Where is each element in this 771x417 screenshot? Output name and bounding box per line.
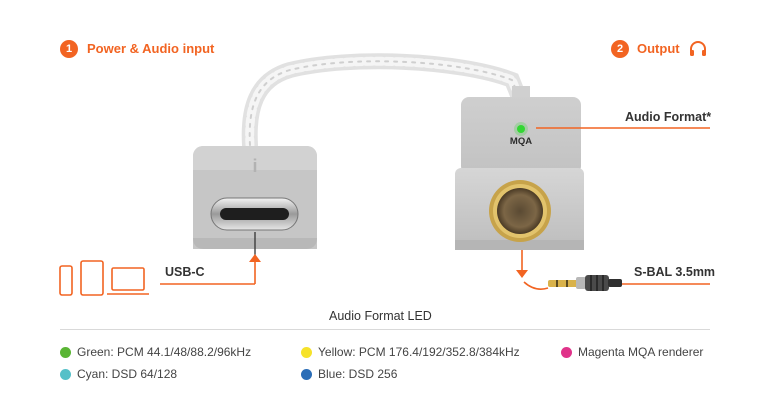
blue-dot-icon <box>301 368 312 380</box>
mqa-led-label: MQA <box>510 136 532 147</box>
output-step-number: 2 <box>616 43 624 55</box>
usb-arrow-head <box>249 254 261 262</box>
output-arrow-head <box>516 270 528 278</box>
legend-label: Yellow: PCM 176.4/192/352.8/384kHz <box>318 345 520 359</box>
green-dot-icon <box>60 346 71 358</box>
output-step-label: Output <box>637 41 680 56</box>
magenta-dot-icon <box>561 346 572 358</box>
legend-label: Magenta MQA renderer <box>578 345 704 359</box>
mqa-led <box>517 125 525 133</box>
legend-item-blue: Blue: DSD 256 <box>301 367 397 381</box>
laptop-icon <box>107 267 149 295</box>
legend-item-magenta: Magenta MQA renderer <box>561 345 703 359</box>
usb-c-label: USB-C <box>165 265 205 279</box>
source-devices <box>59 260 149 296</box>
legend-label: Blue: DSD 256 <box>318 367 398 381</box>
braided-cable <box>241 53 528 153</box>
legend-item-cyan: Cyan: DSD 64/128 <box>60 367 177 381</box>
callout-lines <box>160 127 710 285</box>
headphones-icon <box>690 41 706 56</box>
input-step-number: 1 <box>65 43 73 55</box>
yellow-dot-icon <box>301 346 312 358</box>
input-step-label: Power & Audio input <box>87 41 215 56</box>
output-device: MQA <box>455 86 584 250</box>
output-step-badge: 2 <box>611 40 629 58</box>
legend-item-green: Green: PCM 44.1/48/88.2/96kHz <box>60 345 251 359</box>
legend-item-yellow: Yellow: PCM 176.4/192/352.8/384kHz <box>301 345 520 359</box>
legend-title: Audio Format LED <box>329 309 432 323</box>
usb-c-plug: i <box>193 146 317 249</box>
phone-icon <box>59 265 73 296</box>
legend-label: Green: PCM 44.1/48/88.2/96kHz <box>77 345 252 359</box>
brand-mark: i <box>252 156 257 176</box>
audio-format-label: Audio Format* <box>625 110 712 124</box>
cyan-dot-icon <box>60 368 71 380</box>
tablet-icon <box>80 260 104 296</box>
input-step-badge: 1 <box>60 40 78 58</box>
sbal-label: S-BAL 3.5mm <box>634 265 716 279</box>
legend-divider <box>60 329 710 330</box>
balanced-plug <box>523 275 622 291</box>
legend-label: Cyan: DSD 64/128 <box>77 367 178 381</box>
